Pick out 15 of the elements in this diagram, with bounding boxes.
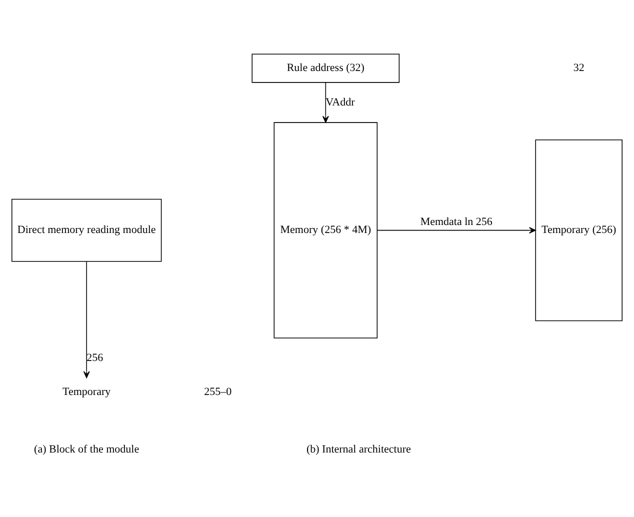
label: 32 [573, 62, 584, 74]
arrow [322, 82, 329, 122]
node-box: Memory (256 * 4M) [274, 122, 378, 338]
node-box: Direct memory reading module [11, 198, 162, 262]
node-box: Temporary (256) [535, 138, 623, 321]
edge-label: 256 [86, 351, 104, 364]
label: (a) Block of the module [34, 443, 140, 456]
node-box: Rule address (32) [252, 53, 400, 82]
edge-label: Memdata ln 256 [420, 215, 492, 228]
arrow [83, 260, 90, 378]
edge-label: VAddr [326, 96, 355, 108]
arrow [376, 226, 536, 234]
node-text: Temporary [62, 386, 111, 398]
label: (b) Internal architecture [306, 443, 411, 456]
label: 255–0 [204, 386, 232, 398]
